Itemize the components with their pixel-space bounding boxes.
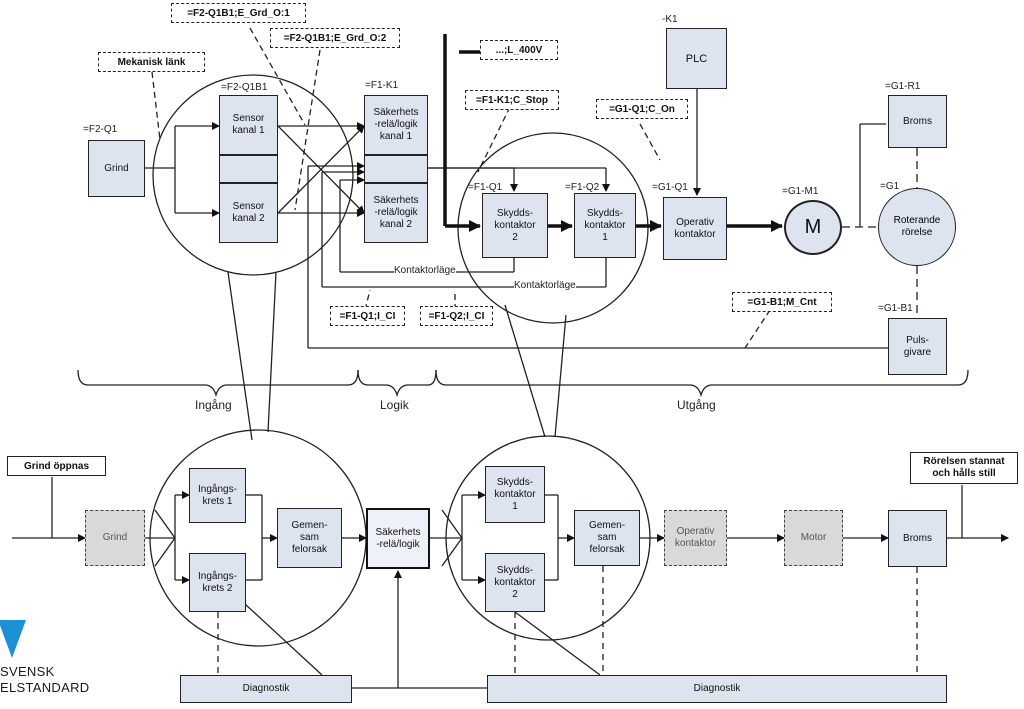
block-plc: PLC xyxy=(666,28,727,89)
tag-grd-o1: =F2-Q1B1;E_Grd_O:1 xyxy=(171,3,306,23)
logo-line-2: ELSTANDARD xyxy=(0,680,90,695)
id-f1-q2: =F1-Q2 xyxy=(565,182,600,193)
label-kontaktorlage-2: Kontaktorläge xyxy=(514,280,576,291)
block-broms: Broms xyxy=(888,95,947,148)
lower-block-gemensam-felorsak-1: Gemen- sam felorsak xyxy=(277,508,342,568)
svensk-elstandard-logo: SVENSK ELSTANDARD xyxy=(0,620,110,709)
label-kontaktorlage-1: Kontaktorläge xyxy=(394,265,456,276)
lower-block-diagnostik-1: Diagnostik xyxy=(180,675,352,703)
id-g1-m1: =G1-M1 xyxy=(782,186,819,197)
lower-block-operativ-kontaktor: Operativ kontaktor xyxy=(664,510,727,566)
lower-block-diagnostik-2: Diagnostik xyxy=(487,675,947,703)
block-sakerhet-kanal-1: Säkerhets -relä/logik kanal 1 xyxy=(364,95,428,155)
tag-q2-ci: =F1-Q2;I_CI xyxy=(420,306,493,326)
block-roterande-rorelse: Roterande rörelse xyxy=(878,188,956,266)
id-k1: -K1 xyxy=(662,14,678,25)
block-sakerhet-kanal-2: Säkerhets -relä/logik kanal 2 xyxy=(364,183,428,243)
block-skyddskontaktor-1: Skydds- kontaktor 1 xyxy=(574,193,636,258)
tag-mekanisk-lank: Mekanisk länk xyxy=(98,52,205,72)
lower-block-ingangskrets-2: Ingångs- krets 2 xyxy=(189,553,246,612)
tag-grd-o2: =F2-Q1B1;E_Grd_O:2 xyxy=(270,28,400,48)
tag-grind-oppnas: Grind öppnas xyxy=(7,456,106,476)
tag-q1-ci: =F1-Q1;I_CI xyxy=(330,306,405,326)
lower-block-motor: Motor xyxy=(784,510,843,566)
id-f1-k1: =F1-K1 xyxy=(365,80,399,91)
id-g1-b1: =G1-B1 xyxy=(878,303,913,314)
lower-block-skyddskontaktor-1: Skydds- kontaktor 1 xyxy=(485,466,545,523)
id-f2-q1b1: =F2-Q1B1 xyxy=(221,82,268,93)
block-sensor-kanal-2: Sensor kanal 2 xyxy=(219,183,278,243)
logo-line-1: SVENSK xyxy=(0,664,55,679)
lower-block-sakerhet: Säkerhets -relä/logik xyxy=(366,508,430,569)
id-g1-q1: =G1-Q1 xyxy=(652,182,688,193)
logo-mark-shape xyxy=(0,620,26,658)
tag-400v: ...;L_400V xyxy=(480,40,558,60)
section-utgang: Utgång xyxy=(677,398,716,412)
lower-block-skyddskontaktor-2: Skydds- kontaktor 2 xyxy=(485,553,545,612)
logo-mark-icon xyxy=(0,620,26,658)
block-motor: M xyxy=(784,200,842,255)
id-g1-r1: =G1-R1 xyxy=(885,81,921,92)
section-ingang: Ingång xyxy=(195,398,232,412)
block-sakerhet-spacer xyxy=(364,155,428,183)
lower-block-grind: Grind xyxy=(85,510,145,566)
tag-c-on: =G1-Q1;C_On xyxy=(596,99,688,119)
lower-block-broms: Broms xyxy=(888,510,947,567)
block-skyddskontaktor-2: Skydds- kontaktor 2 xyxy=(482,193,548,258)
block-grind: Grind xyxy=(88,140,145,197)
tag-rorelsen-stannat: Rörelsen stannat och hålls still xyxy=(910,452,1018,484)
id-g1: =G1 xyxy=(880,181,900,192)
tag-c-stop: =F1-K1;C_Stop xyxy=(465,90,559,110)
block-sensor-kanal-1: Sensor kanal 1 xyxy=(219,95,278,155)
block-pulsgivare: Puls- givare xyxy=(888,318,947,375)
block-sensor-spacer xyxy=(219,155,278,183)
section-logik: Logik xyxy=(380,398,409,412)
id-f2-q1: =F2-Q1 xyxy=(83,124,118,135)
lower-block-gemensam-felorsak-2: Gemen- sam felorsak xyxy=(574,510,640,566)
id-f1-q1: =F1-Q1 xyxy=(468,182,503,193)
lower-block-ingangskrets-1: Ingångs- krets 1 xyxy=(189,468,246,523)
tag-m-cnt: =G1-B1;M_Cnt xyxy=(732,292,832,312)
block-operativ-kontaktor: Operativ kontaktor xyxy=(663,197,727,260)
